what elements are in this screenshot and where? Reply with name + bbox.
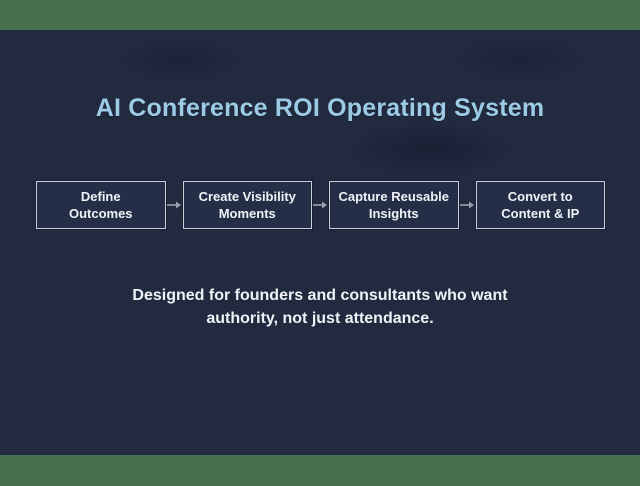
step-label-line: Capture Reusable (338, 189, 450, 204)
subtitle-line-1: Designed for founders and consultants wh… (132, 287, 508, 304)
step-label-line: Content & IP (501, 206, 580, 221)
step-box-define-outcomes: Define Outcomes (36, 181, 166, 229)
process-flow: Define Outcomes Create Visibility Moment… (36, 181, 605, 229)
step-label-line: Define (80, 189, 121, 204)
step-box-create-visibility-moments: Create Visibility Moments (182, 181, 312, 229)
step-label-line: Insights (368, 206, 419, 221)
step-box-convert-to-content-ip: Convert to Content & IP (475, 181, 605, 229)
step-label-line: Create Visibility (198, 189, 296, 204)
arrow-right-icon (312, 200, 329, 210)
top-accent-bar (0, 0, 640, 30)
arrow-right-icon (166, 200, 183, 210)
arrow-right-icon (459, 200, 476, 210)
step-label-line: Convert to (507, 189, 573, 204)
step-box-capture-reusable-insights: Capture Reusable Insights (329, 181, 459, 229)
step-label-line: Moments (218, 206, 276, 221)
slide-content: AI Conference ROI Operating System Defin… (0, 30, 640, 455)
bottom-accent-bar (0, 455, 640, 486)
page-title: AI Conference ROI Operating System (95, 94, 545, 122)
step-label-line: Outcomes (68, 206, 133, 221)
slide-subtitle: Designed for founders and consultants wh… (0, 284, 640, 330)
subtitle-line-2: authority, not just attendance. (206, 310, 434, 327)
